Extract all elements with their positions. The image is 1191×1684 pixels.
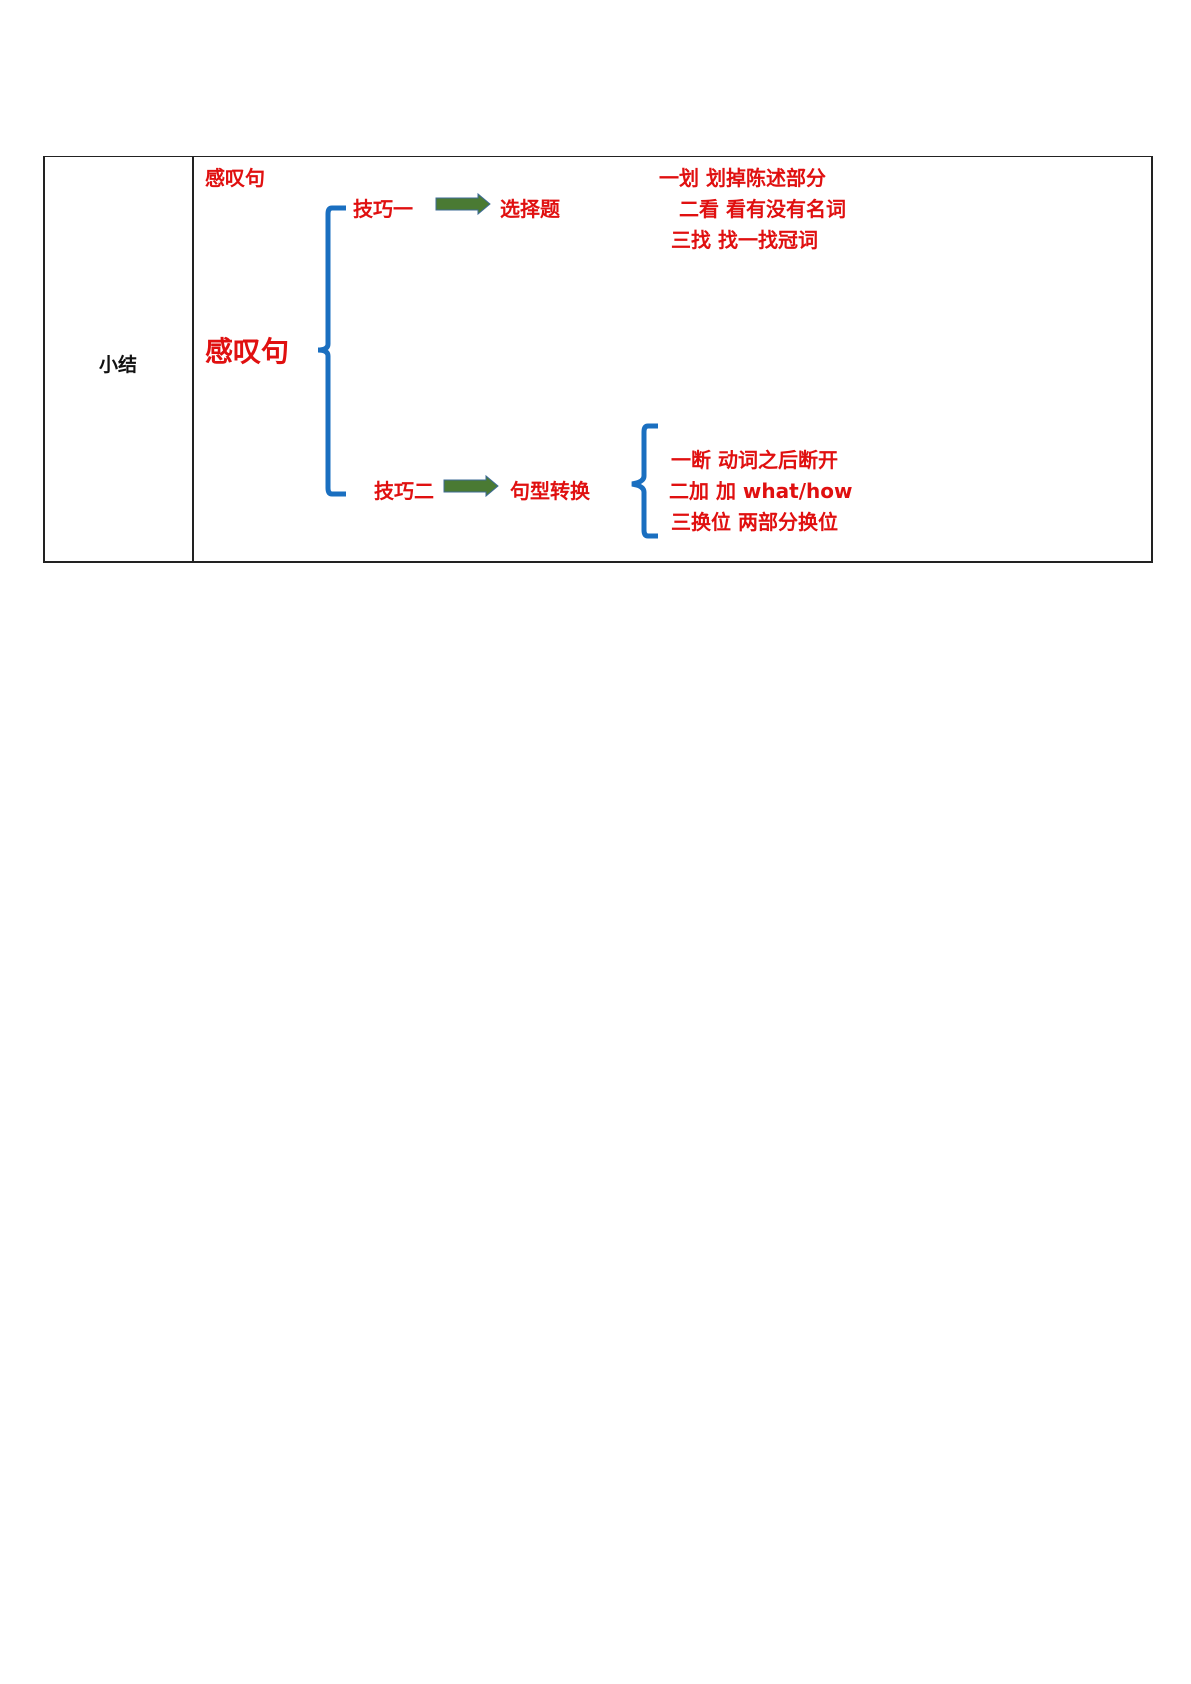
skill-one-target: 选择题: [500, 197, 560, 221]
heading: 感叹句: [205, 166, 265, 190]
skill-one-label: 技巧一: [353, 197, 413, 221]
skill-two-step-2: 二加 加 what/how: [669, 479, 853, 503]
center-topic: 感叹句: [205, 335, 290, 368]
column-divider: [192, 156, 194, 563]
skill-two-target: 句型转换: [510, 479, 590, 503]
skill-two-step-1: 一断 动词之后断开: [671, 448, 838, 472]
skill-one-step-2: 二看 看有没有名词: [679, 197, 846, 221]
summary-table: [43, 156, 1153, 563]
sub-bracket: [631, 423, 658, 539]
skill-two-step-3: 三换位 两部分换位: [671, 510, 838, 534]
arrow-one: [435, 192, 491, 216]
main-bracket: [317, 205, 346, 497]
skill-two-label: 技巧二: [374, 479, 434, 503]
skill-one-step-1: 一划 划掉陈述部分: [659, 166, 826, 190]
arrow-two: [443, 474, 499, 498]
skill-one-step-3: 三找 找一找冠词: [671, 228, 818, 252]
row-label: 小结: [99, 354, 138, 376]
